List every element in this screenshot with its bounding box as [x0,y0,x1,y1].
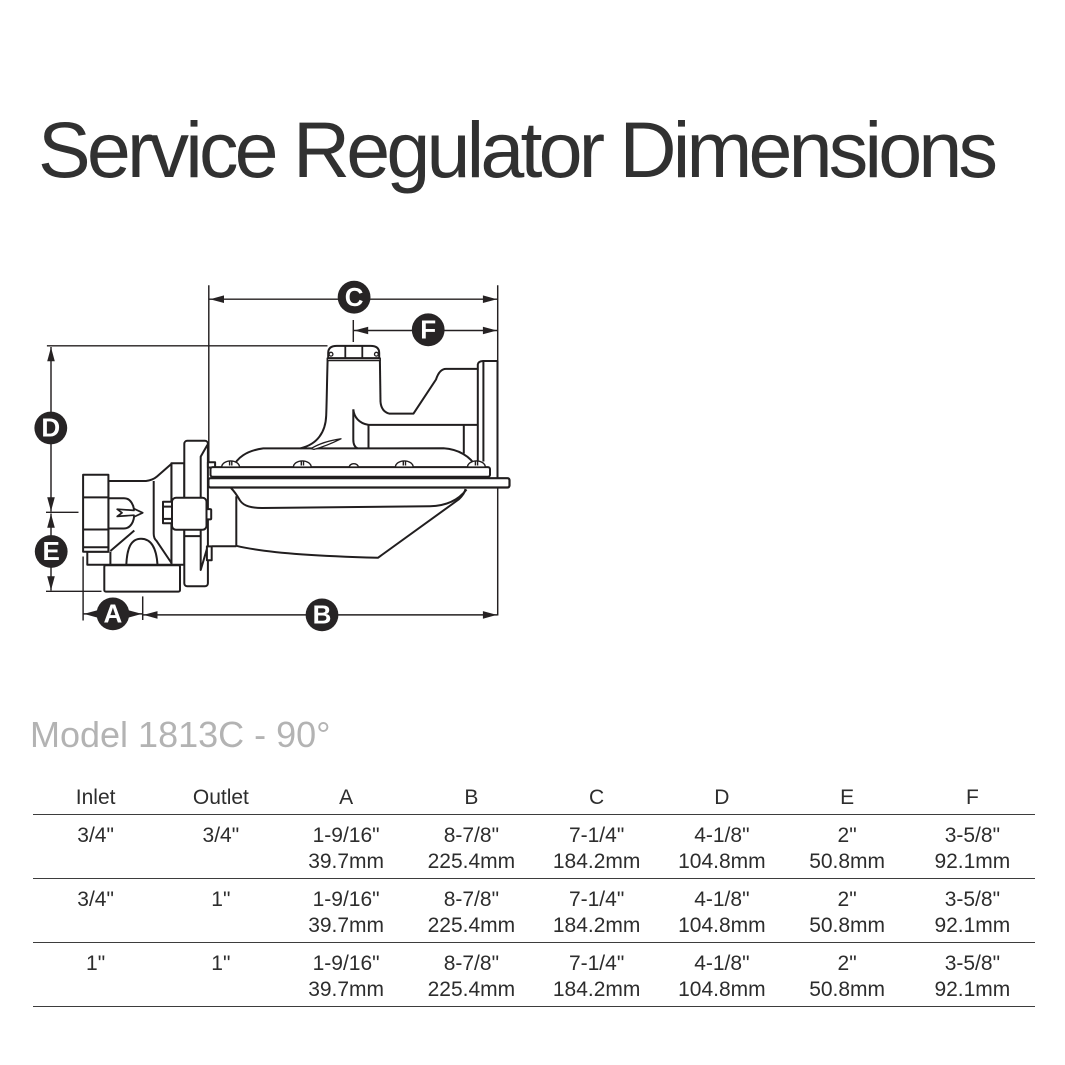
svg-text:B: B [313,600,332,630]
svg-text:D: D [41,413,60,443]
svg-text:E: E [43,536,60,566]
svg-text:F: F [420,314,436,344]
svg-text:A: A [104,599,123,629]
svg-text:C: C [345,282,364,312]
